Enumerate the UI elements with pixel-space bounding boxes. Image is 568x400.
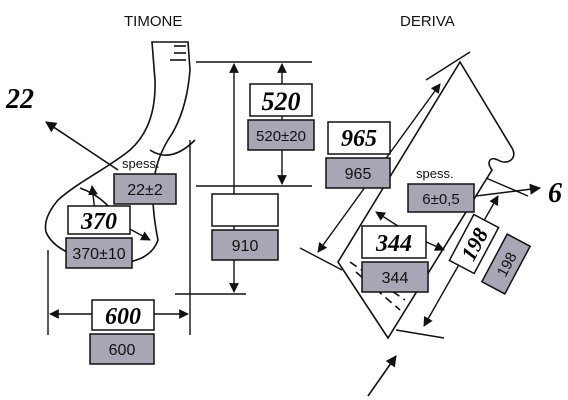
- rudder-chord-hand-box: [67, 205, 131, 235]
- rudder-total-height-spec: 910: [232, 238, 259, 255]
- centreboard-ext-bottom: [299, 247, 343, 271]
- title-timone: TIMONE: [124, 13, 182, 30]
- rudder-thickness-spec-box: [113, 173, 177, 205]
- centreboard-width-arrow-a: [375, 211, 399, 227]
- centreboard-width-spec: 344: [382, 270, 409, 287]
- rudder-total-height-spec-box: [211, 229, 279, 261]
- rudder-thickness-spec: 22±2: [127, 182, 163, 199]
- centreboard-length-handwritten: 965: [341, 126, 377, 152]
- centreboard-width-spec-box: [361, 261, 429, 293]
- centreboard-edge-spec-box: [480, 233, 532, 295]
- centreboard-length-spec: 965: [345, 166, 372, 183]
- centreboard-thickness-spec-box: [407, 183, 475, 213]
- centreboard-thickness-label: spess.: [416, 166, 454, 181]
- centreboard-length-spec-box: [325, 157, 391, 189]
- centreboard-width-handwritten: 344: [375, 231, 412, 257]
- rudder-upper-height-spec-box: [247, 119, 315, 151]
- rudder-width-handwritten: 600: [105, 304, 141, 330]
- centreboard-length-hand-box: [327, 121, 391, 155]
- rudder-width-spec: 600: [109, 342, 136, 359]
- rudder-chord-spec-box: [65, 237, 133, 269]
- rudder-thickness-handwritten: 22: [5, 84, 34, 115]
- centreboard-ext-top: [425, 51, 471, 81]
- centreboard-thickness-arrow: [475, 183, 542, 197]
- rudder-chord-arrow-b: [127, 227, 151, 241]
- rudder-width-spec-box: [89, 333, 155, 365]
- rudder-thickness-arrow: [45, 121, 119, 171]
- rudder-chord-spec: 370±10: [72, 246, 125, 263]
- centreboard-edge-hand-box: [448, 213, 500, 275]
- centreboard-edge-ext-b: [395, 329, 445, 339]
- title-deriva: DERIVA: [400, 13, 455, 30]
- centreboard-bottom-arrow: [367, 355, 397, 397]
- rudder-upper-height-spec: 520±20: [256, 128, 306, 145]
- centreboard-width-hand-box: [361, 225, 427, 259]
- centreboard-edge-ext-a: [485, 177, 529, 197]
- centreboard-thickness-spec: 6±0,5: [422, 191, 459, 208]
- rudder-upper-height-handwritten: 520: [262, 87, 301, 116]
- rudder-width-hand-box: [91, 299, 155, 331]
- rudder-chord-handwritten: 370: [80, 209, 117, 235]
- rudder-upper-height-hand-box: [249, 83, 313, 117]
- rudder-total-height-hand-box: [211, 193, 279, 227]
- centreboard-thickness-handwritten: 6: [548, 178, 562, 209]
- rudder-thickness-label: spess.: [122, 156, 160, 171]
